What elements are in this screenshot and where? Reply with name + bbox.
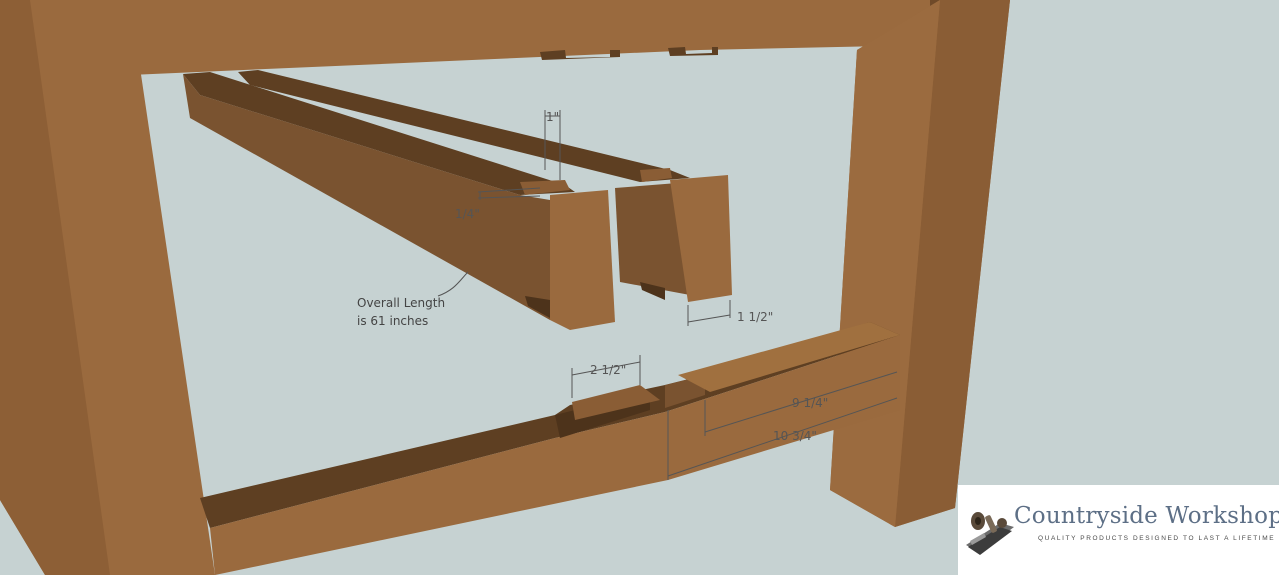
rail-2-end: [670, 175, 732, 302]
note-line-1: Overall Length: [357, 296, 445, 310]
top-apron-notch-2: [668, 47, 718, 56]
dim-label-1in: 1": [546, 110, 559, 124]
left-leg-shade: [0, 0, 110, 575]
rail-2-side: [615, 182, 690, 295]
logo-title: Countryside Workshop: [1014, 503, 1279, 529]
top-apron: [122, 0, 930, 75]
dim-label-9-1-4: 9 1/4": [792, 396, 828, 410]
logo-badge: Countryside Workshop QUALITY PRODUCTS DE…: [958, 485, 1279, 575]
dim-label-2-1-2: 2 1/2": [590, 363, 626, 377]
rail-2-top: [238, 70, 690, 182]
right-leg-side: [895, 0, 1010, 527]
dim-label-quarter: 1/4": [455, 207, 480, 221]
stretcher-halflap-top: [678, 322, 900, 392]
logo-tagline: QUALITY PRODUCTS DESIGNED TO LAST A LIFE…: [1038, 535, 1276, 542]
stretcher-dado-floor: [572, 385, 660, 420]
rail-1-side: [183, 74, 550, 320]
rail-1-top: [183, 72, 575, 195]
note-line-2: is 61 inches: [357, 314, 428, 328]
stretcher-dado: [555, 400, 650, 438]
rail-2-bottom-notch: [640, 282, 665, 300]
rail-1-tenon-shoulder: [520, 180, 570, 195]
bottom-stretcher-front: [210, 335, 900, 575]
dim-label-10-3-4: 10 3/4": [773, 429, 817, 443]
hand-plane-icon: [966, 512, 1014, 555]
rail-1-end: [550, 190, 615, 330]
dim-label-1-1-2: 1 1/2": [737, 310, 773, 324]
rail-2-shoulder: [640, 168, 672, 182]
rail-1-bottom-notch: [525, 296, 550, 318]
dim-lines: [437, 110, 898, 480]
top-apron-notch-1: [540, 50, 620, 60]
